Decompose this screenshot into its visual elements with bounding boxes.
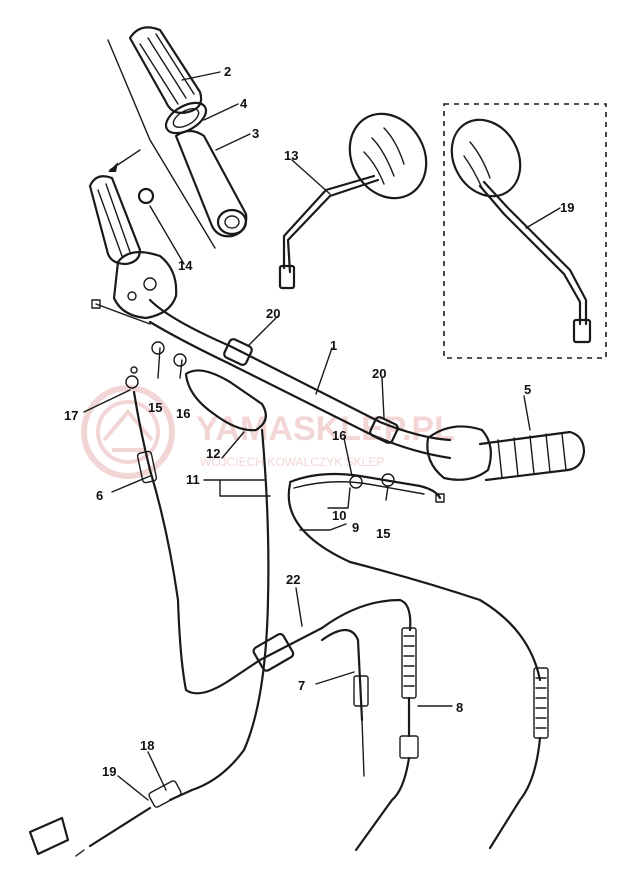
- callout-16-right: 16: [332, 428, 346, 443]
- leader-lines: [83, 71, 561, 801]
- callout-20-right: 20: [372, 366, 386, 381]
- callout-12: 12: [206, 446, 220, 461]
- callout-9: 9: [352, 520, 359, 535]
- callout-8: 8: [456, 700, 463, 715]
- callout-18: 18: [140, 738, 154, 753]
- callout-13: 13: [284, 148, 298, 163]
- callout-labels: 2 4 3 14 13 19 20 1 20 5 17 15 16 12 11 …: [64, 64, 574, 779]
- handlebar: [88, 175, 586, 503]
- callout-6: 6: [96, 488, 103, 503]
- callout-19: 19: [102, 764, 116, 779]
- callout-10: 10: [332, 508, 346, 523]
- callout-4: 4: [240, 96, 248, 111]
- mirror-left: [278, 112, 428, 290]
- callout-17: 17: [64, 408, 78, 423]
- callout-5: 5: [524, 382, 531, 397]
- callout-7: 7: [298, 678, 305, 693]
- callout-11: 11: [186, 472, 200, 487]
- left-grip-exploded: [107, 26, 248, 249]
- cables: [28, 366, 549, 857]
- callout-14: 14: [178, 258, 193, 273]
- mirror-right-optional: [443, 103, 607, 359]
- callout-16-left: 16: [176, 406, 190, 421]
- callout-2: 2: [224, 64, 231, 79]
- callout-20-left: 20: [266, 306, 280, 321]
- callout-3: 3: [252, 126, 259, 141]
- callout-1: 1: [330, 338, 337, 353]
- callout-22: 22: [286, 572, 300, 587]
- callout-15-right: 15: [376, 526, 390, 541]
- callout-15-left: 15: [148, 400, 162, 415]
- callout-21: 19: [560, 200, 574, 215]
- watermark-tagline: WOJCIECH KOWALCZYK SKLEP: [200, 455, 384, 469]
